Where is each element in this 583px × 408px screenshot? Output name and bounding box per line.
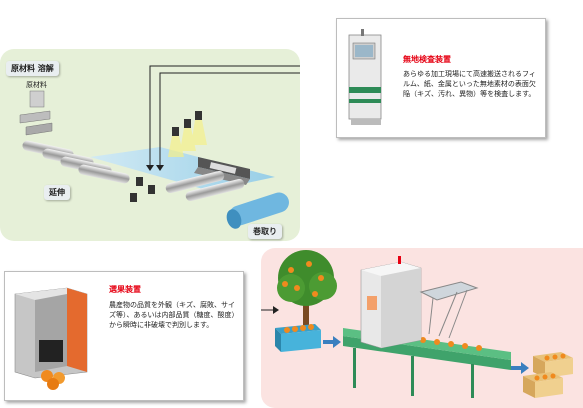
inspection-device-title: 無地検査装置	[403, 55, 451, 64]
tag-stretch: 延伸	[44, 185, 70, 200]
picking-robot	[419, 281, 479, 339]
sorting-machine-icon	[14, 287, 88, 390]
inspection-device-description: あらゆる加工現場にて高速搬送されるフィルム、紙、金属といった無地素材の表面欠陥（…	[403, 70, 536, 98]
sorting-device-description: 農産物の品質を外観（キズ、腐敗、サイズ等）、あるいは内部品質（糖度、酸度）から瞬…	[109, 301, 235, 329]
inspection-pointer-line-2	[159, 72, 300, 167]
sorting-device-callout: 選果装置 農産物の品質を外観（キズ、腐敗、サイズ等）、あるいは内部品質（糖度、酸…	[4, 271, 244, 401]
inspection-pointer-line-1	[149, 65, 300, 167]
inspection-machine-icon	[348, 29, 382, 125]
orange-box-output	[523, 352, 573, 398]
winding-roll	[226, 192, 289, 229]
tag-material-dissolve: 原材料 溶解	[6, 61, 59, 76]
tag-winding: 巻取り	[248, 224, 282, 239]
sorting-device-title: 選果装置	[109, 285, 141, 294]
inspection-device-callout: 無地検査装置 あらゆる加工現場にて高速搬送されるフィルム、紙、金属といった無地素…	[336, 18, 546, 138]
sorting-cabinet	[360, 256, 422, 349]
camera-array	[130, 111, 202, 202]
orange-tree	[277, 250, 337, 330]
roller-set	[22, 140, 130, 184]
raw-material-hopper	[19, 90, 53, 136]
label-raw-material: 原材料	[26, 81, 47, 89]
orange-crate-input	[275, 324, 321, 352]
film-production-line-illustration	[19, 65, 300, 229]
fruit-sorting-line-illustration	[261, 250, 573, 398]
